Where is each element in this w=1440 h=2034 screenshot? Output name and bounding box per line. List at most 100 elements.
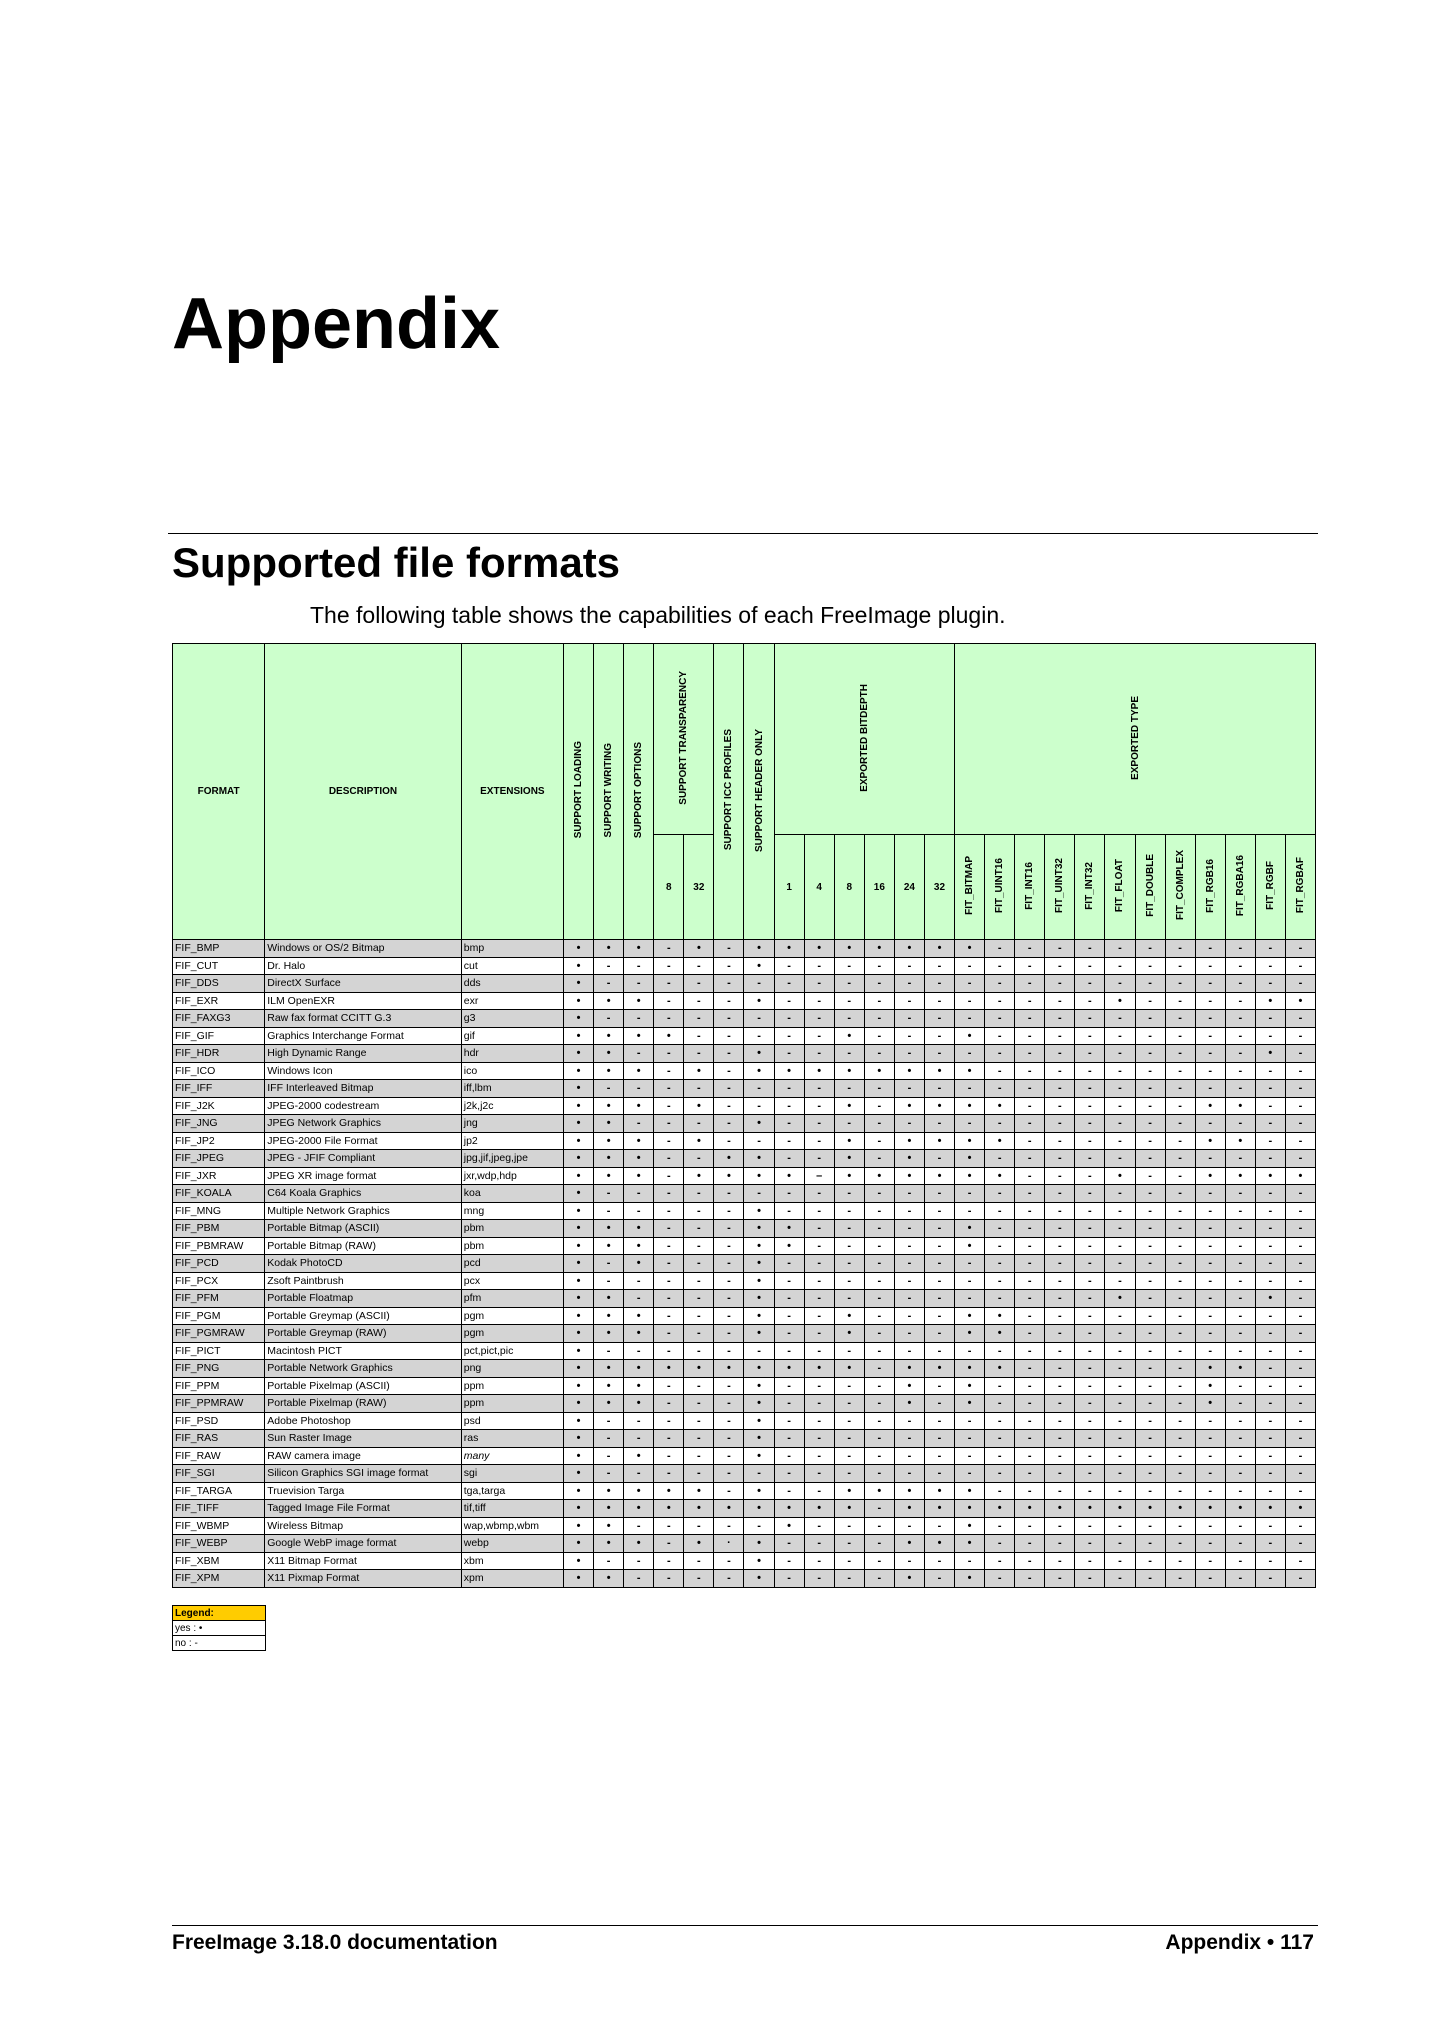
capability-cell: - [1194,974,1226,993]
capability-cell: • [623,1534,655,1553]
capability-cell: • [893,1166,925,1185]
capability-cell: • [563,1289,595,1308]
capability-cell: • [773,1499,805,1518]
capability-cell: • [683,1359,715,1378]
capability-cell: - [863,1254,895,1273]
capability-cell: • [623,1236,655,1255]
capability-cell: - [1074,1096,1106,1115]
capability-cell: - [833,1534,865,1553]
capability-cell: - [773,1026,805,1045]
capability-cell: - [1044,1184,1076,1203]
description-cell: Zsoft Paintbrush [264,1271,462,1290]
capability-cell: - [1284,974,1317,993]
capability-cell: - [683,1114,715,1133]
capability-cell: - [863,1201,895,1220]
capability-cell: - [863,1009,895,1028]
capability-cell: - [1284,1411,1317,1430]
description-cell: High Dynamic Range [264,1044,462,1063]
capability-cell: - [1044,1219,1076,1238]
capability-cell: - [1164,1254,1196,1273]
capability-cell: - [773,1551,805,1570]
description-cell: IFF Interleaved Bitmap [264,1079,462,1098]
capability-cell: - [1254,1341,1286,1360]
capability-cell: - [1044,1429,1076,1448]
capability-cell: - [1074,1131,1106,1150]
capability-cell: - [1134,1464,1166,1483]
capability-cell: - [1194,1254,1226,1273]
capability-cell: - [923,991,956,1010]
capability-cell: - [1224,1114,1256,1133]
capability-cell: - [863,1341,895,1360]
footer-page-number: Appendix • 117 [1165,1931,1314,1954]
capability-cell: - [984,1551,1016,1570]
description-cell: C64 Koala Graphics [264,1184,462,1203]
capability-cell: - [1074,1044,1106,1063]
capability-cell: - [803,1376,835,1395]
capability-cell: - [1164,1446,1196,1465]
capability-cell: - [713,1254,745,1273]
capability-cell: - [1134,1061,1166,1080]
capability-cell: • [893,1394,925,1413]
capability-cell: - [1134,1184,1166,1203]
capability-cell: - [1044,1236,1076,1255]
capability-cell: - [1254,1149,1286,1168]
capability-cell: - [1074,1289,1106,1308]
capability-cell: - [1164,1534,1196,1553]
capability-cell: - [1254,1114,1286,1133]
capability-cell: - [773,1341,805,1360]
capability-cell: - [863,1446,895,1465]
capability-cell: - [1164,991,1196,1010]
capability-cell: - [984,1201,1016,1220]
capability-cell: - [1014,1236,1046,1255]
capability-cell: - [1014,1009,1046,1028]
capability-cell: - [863,1219,895,1238]
capability-cell: - [1284,1201,1317,1220]
capability-cell: - [1044,1061,1076,1080]
capability-cell: - [1134,1009,1166,1028]
extensions-cell: jng [460,1114,565,1133]
capability-cell: - [653,1376,685,1395]
capability-cell: – [803,1166,835,1185]
capability-cell: • [954,1219,986,1238]
capability-cell: • [954,1534,986,1553]
capability-cell: • [803,1499,835,1518]
capability-cell: - [1074,1516,1106,1535]
capability-cell: - [1074,1201,1106,1220]
capability-cell: - [1134,1166,1166,1185]
capability-cell: • [563,1516,595,1535]
capability-cell: - [1134,1534,1166,1553]
description-cell: Macintosh PICT [264,1341,462,1360]
capability-cell: - [803,1009,835,1028]
capability-cell: • [833,1359,865,1378]
capability-cell: - [623,1079,655,1098]
capability-cell: - [984,1219,1016,1238]
capability-cell: - [923,1044,956,1063]
capability-cell: - [1104,1201,1136,1220]
capability-cell: • [743,1324,775,1343]
capability-cell: • [1224,1499,1256,1518]
format-cell: FIF_PICT [171,1341,266,1360]
capability-cell: - [683,1516,715,1535]
capability-cell: - [803,1411,835,1430]
capability-cell: - [653,1551,685,1570]
capability-cell: - [743,1341,775,1360]
capability-cell: - [1104,1236,1136,1255]
capability-cell: • [593,1306,625,1325]
capability-cell: • [743,1254,775,1273]
capability-cell: - [984,1569,1016,1588]
capability-cell: - [653,1236,685,1255]
capability-cell: - [893,1446,925,1465]
format-cell: FIF_PFM [171,1289,266,1308]
capability-cell: - [1014,1534,1046,1553]
capability-cell: - [653,1201,685,1220]
capability-cell: - [1074,1534,1106,1553]
capability-cell: - [713,1306,745,1325]
capability-cell: • [954,1516,986,1535]
capability-cell: • [954,1096,986,1115]
capability-cell: - [1284,1096,1317,1115]
